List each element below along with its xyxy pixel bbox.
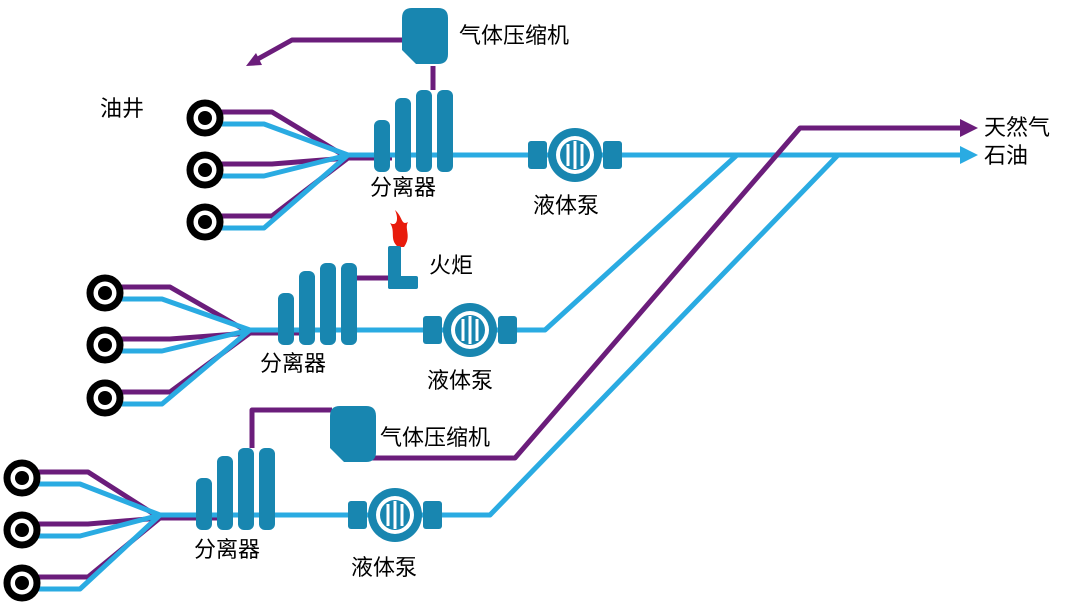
separator-icon <box>374 90 453 172</box>
separator-label-top: 分离器 <box>370 175 437 200</box>
well-flowline-oil <box>205 152 349 179</box>
natural-gas-output-label: 天然气 <box>984 115 1051 140</box>
compressor-label-bottom: 气体压缩机 <box>380 425 491 450</box>
oil-well-icon <box>190 207 220 237</box>
oil-well-icon <box>7 515 37 545</box>
gas-compressor-icon <box>402 8 448 64</box>
liquid-pump-icon <box>526 126 624 184</box>
pipelines <box>22 37 978 592</box>
oil-well-icon <box>190 155 220 185</box>
compressor-label-top: 气体压缩机 <box>459 23 570 48</box>
separator-icon <box>278 263 357 345</box>
separator-label-bottom: 分离器 <box>194 537 261 562</box>
well-flowline-gas <box>205 156 350 219</box>
separator-label-middle: 分离器 <box>260 351 327 376</box>
well-flowline-gas <box>105 330 252 395</box>
gas-export-arrowhead <box>246 53 262 66</box>
pump-label-middle: 液体泵 <box>427 368 494 393</box>
well-flowline-gas <box>22 516 162 580</box>
compressor-discharge-top <box>254 37 402 63</box>
well-flowline-oil <box>105 327 251 354</box>
well-flowline-oil <box>22 481 161 518</box>
equipment <box>7 8 624 598</box>
oil-well-icon <box>7 463 37 493</box>
flame-icon <box>390 210 408 247</box>
well-flowline-oil <box>205 153 350 231</box>
oil-well-icon <box>90 330 120 360</box>
separator-icon <box>196 448 275 530</box>
flare-label: 火炬 <box>429 253 474 278</box>
well-flowline-oil <box>105 296 251 333</box>
compressor-suction-bottom <box>249 407 332 448</box>
gas-compressor-icon <box>330 406 376 462</box>
liquid-pump-icon <box>421 301 519 359</box>
pump-label-top: 液体泵 <box>533 193 600 218</box>
oil-arrowhead <box>960 146 978 164</box>
oil-well-icon <box>90 383 120 413</box>
well-flowline-oil <box>105 328 252 407</box>
pump-label-bottom: 液体泵 <box>351 555 418 580</box>
oil-well-icon <box>190 103 220 133</box>
gas-main <box>372 125 960 461</box>
natural-gas-arrowhead <box>960 119 978 137</box>
oil-well-icon <box>90 278 120 308</box>
well-flowline-gas <box>22 469 162 521</box>
well-flowline-oil <box>22 513 162 592</box>
well-flowline-gas <box>105 284 252 336</box>
oil-well-label: 油井 <box>100 96 145 121</box>
flare-icon <box>388 210 418 289</box>
oil-output-label: 石油 <box>984 143 1029 168</box>
well-flowline-oil <box>22 512 161 539</box>
liquid-pump-icon <box>346 486 444 544</box>
oil-well-icon <box>7 568 37 598</box>
well-flowline-oil <box>205 121 349 158</box>
well-flowline-gas <box>205 109 350 161</box>
